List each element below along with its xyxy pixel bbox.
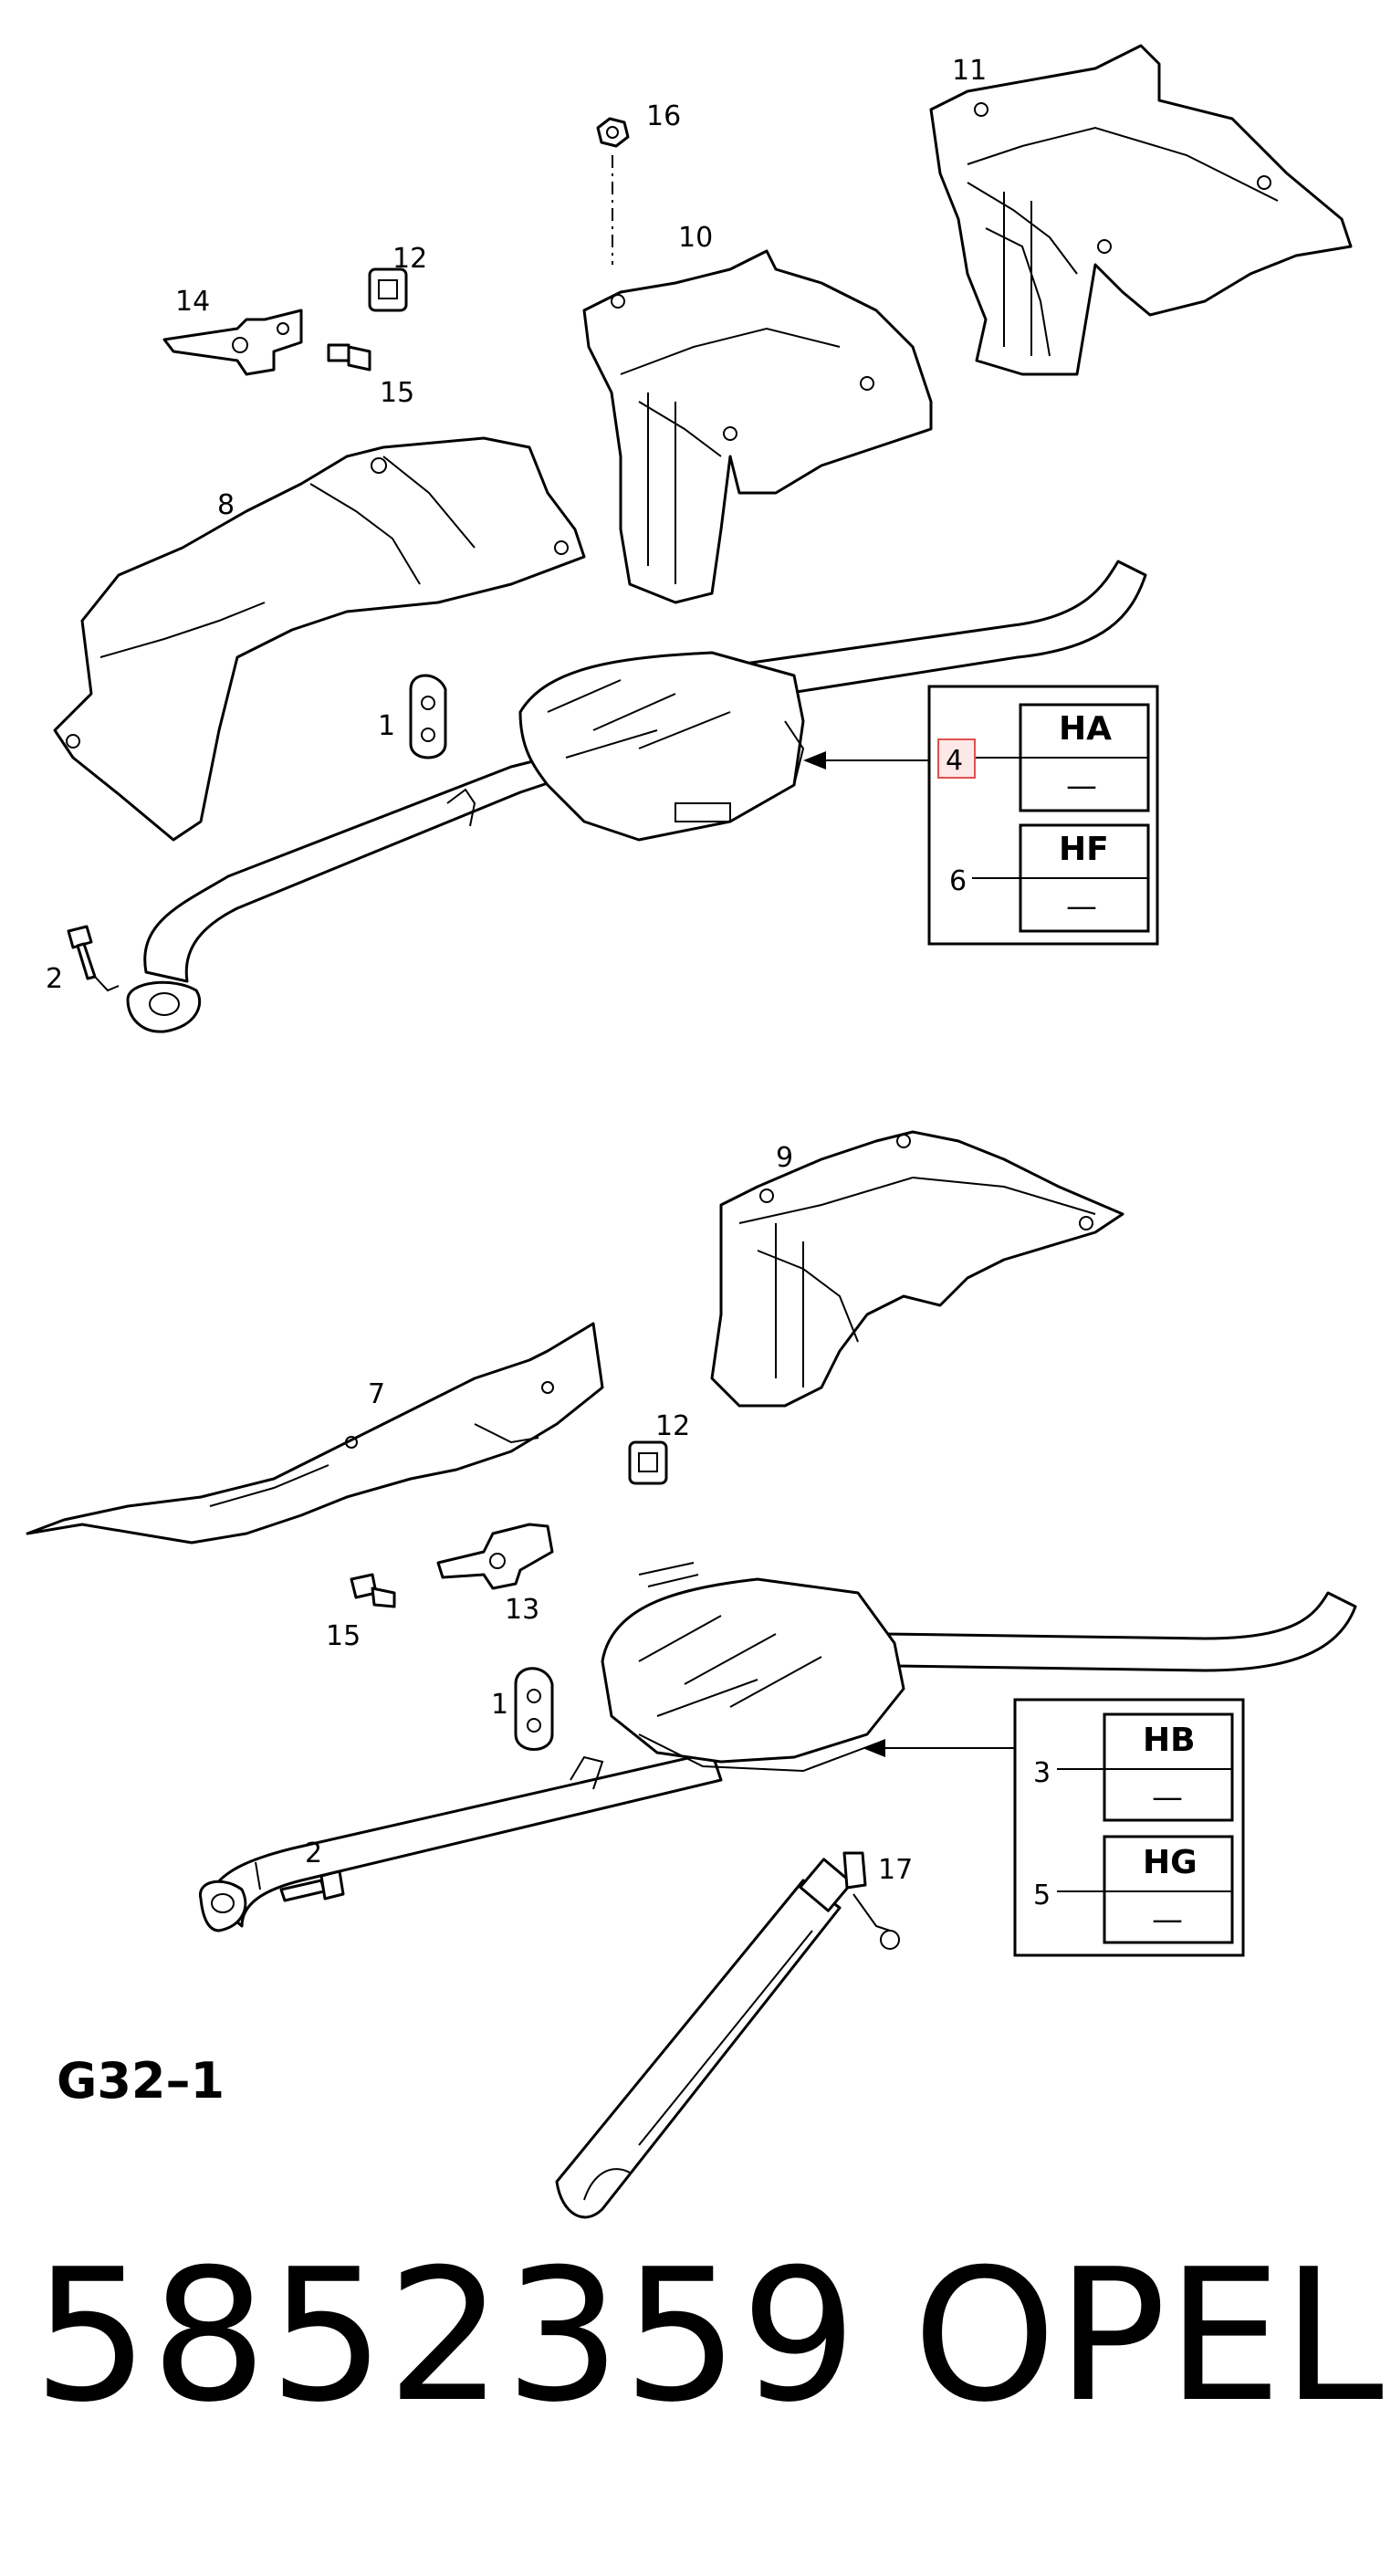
box-callout-4: 4: [946, 745, 963, 777]
part-8-heat-shield: [53, 436, 586, 842]
part-12-clip: [368, 267, 408, 312]
part-14-bracket: [162, 309, 303, 376]
dash-HG: —: [1152, 1901, 1183, 1938]
callout-8: 8: [217, 489, 235, 521]
callout-2-top: 2: [46, 963, 63, 995]
callout-11: 11: [952, 55, 987, 87]
callout-13: 13: [505, 1594, 539, 1626]
part-2-bolt-top: [67, 925, 120, 992]
callout-12-bottom: 12: [655, 1410, 690, 1442]
callout-16: 16: [646, 100, 681, 132]
code-HB: HB: [1143, 1722, 1196, 1759]
highlight-callout-4[interactable]: [937, 738, 976, 779]
part-10-heat-shield: [582, 249, 933, 604]
bottom-exhaust-assembly: [199, 1562, 1357, 1932]
part-1-rubber-mount-bottom: [514, 1667, 554, 1751]
callout-15-top: 15: [380, 377, 414, 409]
arrow-to-top-muffler: [803, 751, 929, 770]
box-callout-3: 3: [1033, 1757, 1051, 1789]
arrow-to-bottom-muffler: [863, 1739, 1015, 1757]
part-16-nut: [596, 117, 630, 265]
part-1-rubber-mount: [409, 674, 447, 759]
dash-HB: —: [1152, 1779, 1183, 1816]
part-9-heat-shield: [710, 1130, 1124, 1408]
part-11-heat-shield: [929, 44, 1353, 376]
dash-HA: —: [1066, 768, 1097, 804]
part-number: 5852359: [33, 2230, 859, 2443]
part-13-bracket: [436, 1523, 554, 1590]
figure-label: G32–1: [57, 2052, 225, 2110]
callout-15-bottom: 15: [326, 1620, 361, 1652]
code-HA: HA: [1059, 710, 1112, 748]
part-12-clip-bottom: [628, 1440, 668, 1485]
callout-9: 9: [776, 1142, 793, 1174]
part-7-heat-shield: [26, 1322, 604, 1545]
code-HG: HG: [1143, 1844, 1198, 1881]
brand-name: OPEL: [913, 2230, 1384, 2443]
callout-2-bottom: 2: [305, 1838, 322, 1869]
dash-HF: —: [1066, 888, 1097, 925]
callout-14: 14: [175, 286, 210, 318]
code-HF: HF: [1059, 831, 1109, 868]
part-15-bolt: [327, 343, 371, 372]
callout-1-bottom: 1: [491, 1689, 508, 1721]
callout-17: 17: [878, 1854, 913, 1886]
top-parts-box: 4 6 HA — HF —: [927, 685, 1159, 946]
bottom-parts-box: 3 5 HB — HG —: [1013, 1698, 1245, 1957]
callout-10: 10: [678, 222, 713, 254]
callout-12-top: 12: [392, 243, 427, 275]
callout-1-top: 1: [378, 710, 395, 742]
callout-7: 7: [368, 1378, 385, 1410]
part-17-tail-pipe: [555, 1851, 900, 2219]
box-callout-6: 6: [949, 865, 967, 897]
box-callout-5: 5: [1033, 1880, 1051, 1911]
part-2-bolt-bottom: [255, 1861, 345, 1902]
part-15-bolt-bottom: [350, 1573, 396, 1608]
top-exhaust-assembly: [126, 560, 1147, 1033]
